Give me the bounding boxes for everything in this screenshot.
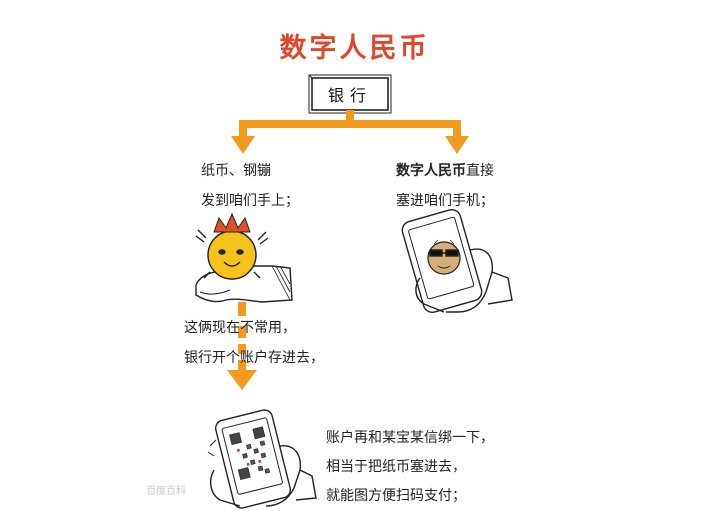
left-caption-line-1: 纸币、钢镚	[201, 163, 271, 179]
middle-caption-line-2: 银行开个账户存进去，	[184, 350, 324, 366]
right-caption-line-1: 数字人民币直接	[396, 156, 494, 186]
right-arrow-head	[445, 136, 469, 154]
left-caption-line-2: 发到咱们手上；	[201, 193, 299, 209]
right-caption-line-2: 塞进咱们手机；	[396, 193, 494, 209]
right-caption: 数字人民币直接 塞进咱们手机；	[396, 156, 494, 216]
hand-holding-phone-qr-icon	[207, 409, 317, 509]
down-dashed-arrow	[227, 302, 257, 390]
middle-caption-line-1: 这俩现在不常用，	[184, 320, 296, 336]
bottom-caption: 账户再和某宝某信绑一下， 相当于把纸币塞进去， 就能图方便扫码支付；	[326, 424, 494, 511]
right-caption-bold: 数字人民币	[396, 163, 466, 179]
hand-holding-phone-sunglasses-icon	[401, 208, 513, 314]
bank-label: 银行	[327, 86, 372, 105]
middle-caption: 这俩现在不常用， 银行开个账户存进去，	[184, 313, 324, 373]
bottom-caption-line-1: 账户再和某宝某信绑一下，	[326, 430, 494, 446]
diagram-title: 数字人民币	[279, 33, 430, 64]
hand-holding-coin-icon	[195, 212, 293, 303]
bottom-caption-line-3: 就能图方便扫码支付；	[326, 488, 466, 504]
bottom-caption-line-2: 相当于把纸币塞进去，	[326, 459, 466, 475]
right-caption-rest: 直接	[466, 163, 494, 179]
watermark: 百度百科	[146, 486, 186, 497]
left-arrow-head	[231, 136, 255, 154]
left-caption: 纸币、钢镚 发到咱们手上；	[201, 156, 299, 216]
split-arrow	[239, 110, 461, 138]
